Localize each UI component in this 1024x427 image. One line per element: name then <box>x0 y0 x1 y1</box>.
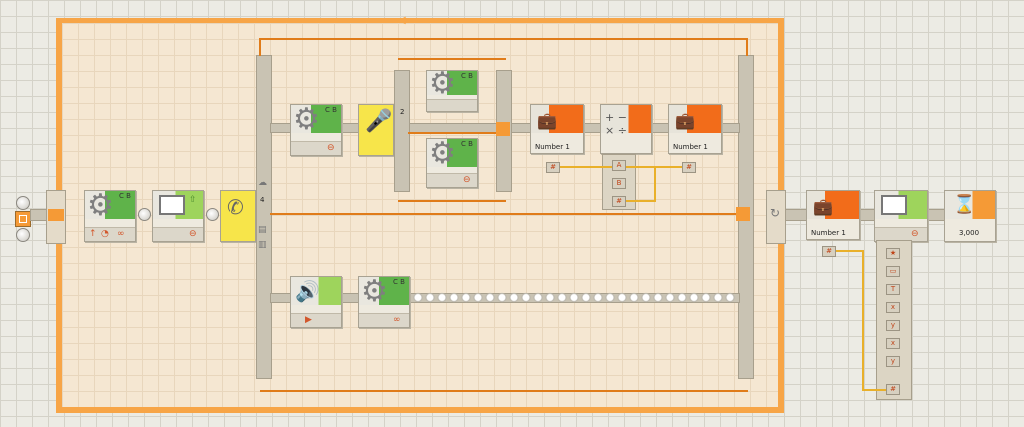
display-text-port[interactable]: T <box>886 284 900 295</box>
motor-ports-label: C B <box>325 106 337 114</box>
loop-orange-band-left <box>48 209 64 221</box>
variable-input-port[interactable]: # <box>682 162 696 173</box>
motor-ports-label: C B <box>393 278 405 286</box>
briefcase-icon: 💼 <box>813 197 833 216</box>
wire-junction <box>736 207 750 221</box>
variable-block[interactable]: 💼 Number 1 <box>806 190 860 240</box>
variable-block[interactable]: 💼 Number 1 <box>530 104 584 154</box>
data-wire <box>862 389 886 391</box>
loop-arrow-icon: ◀ <box>398 15 406 26</box>
motor-block[interactable]: ⚙ C B <box>426 66 478 112</box>
switch-frame-top <box>260 38 748 40</box>
sound-block[interactable]: 🔊 ▶ <box>290 276 342 328</box>
display-y2-port[interactable]: y <box>886 356 900 367</box>
motor-block[interactable]: ⚙ C B ⊖ <box>290 104 342 156</box>
clear-icon: ⊖ <box>911 229 919 239</box>
loop-exit-icon: ↻ <box>770 206 781 220</box>
gears-icon: ⚙ <box>361 274 388 309</box>
data-wire <box>654 166 682 168</box>
display-block[interactable]: ⊖ <box>874 190 928 242</box>
variable-name: Number 1 <box>811 229 846 237</box>
display-y-port[interactable]: y <box>886 320 900 331</box>
lower-case-plugs <box>412 292 736 303</box>
display-file-port[interactable]: ▭ <box>886 266 900 277</box>
variable-output-port[interactable]: # <box>822 246 836 257</box>
stop-icon: ⊖ <box>327 143 335 153</box>
variable-name: Number 1 <box>673 143 708 151</box>
switch-frame-right <box>746 38 748 56</box>
wait-time-value: 3,000 <box>959 229 980 237</box>
display-screen-icon <box>159 195 185 215</box>
duration-icon: ∞ <box>117 229 125 239</box>
inner-switch-left-beam[interactable] <box>394 70 410 192</box>
motor-ports-label: C B <box>119 192 131 200</box>
math-block[interactable]: + −× ÷ <box>600 104 652 154</box>
sequence-plug <box>138 208 151 221</box>
sequence-plug <box>206 208 219 221</box>
variable-block[interactable]: 💼 Number 1 <box>668 104 722 154</box>
switch-frame-left <box>259 38 261 56</box>
loop-exit-plate[interactable] <box>766 190 786 244</box>
switch-icon: ▥ <box>258 240 267 250</box>
gears-icon: ⚙ <box>293 102 320 137</box>
gears-icon: ⚙ <box>429 136 456 171</box>
motor-block[interactable]: ⚙ C B ∞ <box>358 276 410 328</box>
wire-junction <box>496 122 510 136</box>
display-number-port[interactable]: # <box>886 384 900 395</box>
motor-ports-label: C B <box>461 140 473 148</box>
switch-left-beam[interactable] <box>256 55 272 379</box>
motor-block[interactable]: ⚙ C B ⊖ <box>426 138 478 188</box>
switch-case-count: 4 <box>260 196 265 204</box>
math-input-b-port[interactable]: B <box>612 178 626 189</box>
switch-data-wire <box>270 213 738 215</box>
switch-frame-bottom <box>260 390 748 392</box>
microphone-icon: 🎤 <box>365 109 393 134</box>
variable-output-port[interactable]: # <box>546 162 560 173</box>
inner-switch-frame-bottom <box>398 200 506 202</box>
inner-switch-frame-top <box>398 58 506 60</box>
display-x2-port[interactable]: x <box>886 338 900 349</box>
sound-sensor-switch-block[interactable]: 🎤 <box>358 104 394 156</box>
math-input-a-port[interactable]: A <box>612 160 626 171</box>
display-x-port[interactable]: x <box>886 302 900 313</box>
wait-time-block[interactable]: ⌛ 3,000 <box>944 190 996 242</box>
math-operators-icon: + −× ÷ <box>605 111 627 137</box>
switch-icon: ☁ <box>258 178 267 188</box>
clear-icon: ⊖ <box>189 229 197 239</box>
inner-switch-case-count: 2 <box>400 108 405 116</box>
hourglass-icon: ⌛ <box>953 194 976 215</box>
data-wire <box>626 200 656 202</box>
data-wire <box>836 250 864 252</box>
data-wire <box>560 166 612 168</box>
direction-arrow-icon: ↑ <box>89 229 97 239</box>
duration-icon: ∞ <box>393 315 401 325</box>
stop-icon: ⊖ <box>463 175 471 185</box>
play-icon: ▶ <box>305 315 312 325</box>
math-result-port[interactable]: # <box>612 196 626 207</box>
power-icon: ◔ <box>101 229 109 239</box>
display-action-port[interactable]: ★ <box>886 248 900 259</box>
display-block[interactable]: ⇧ ⊖ <box>152 190 204 242</box>
motor-ports-label: C B <box>461 72 473 80</box>
data-wire <box>654 166 656 202</box>
switch-icon: ▤ <box>258 225 267 235</box>
display-action-icon: ⇧ <box>189 195 197 205</box>
speaker-icon: 🔊 <box>295 279 320 303</box>
data-wire <box>626 166 656 168</box>
sound-sensor-icon: ✆ <box>227 195 244 219</box>
gears-icon: ⚙ <box>429 66 456 101</box>
display-screen-icon <box>881 195 907 215</box>
inner-switch-wire <box>408 132 496 134</box>
sound-sensor-switch-block[interactable]: ✆ <box>220 190 256 242</box>
briefcase-icon: 💼 <box>537 111 557 130</box>
briefcase-icon: 💼 <box>675 111 695 130</box>
data-wire <box>862 250 864 390</box>
gears-icon: ⚙ <box>87 188 114 223</box>
variable-name: Number 1 <box>535 143 570 151</box>
motor-block[interactable]: ⚙ C B ↑ ◔ ∞ <box>84 190 136 242</box>
